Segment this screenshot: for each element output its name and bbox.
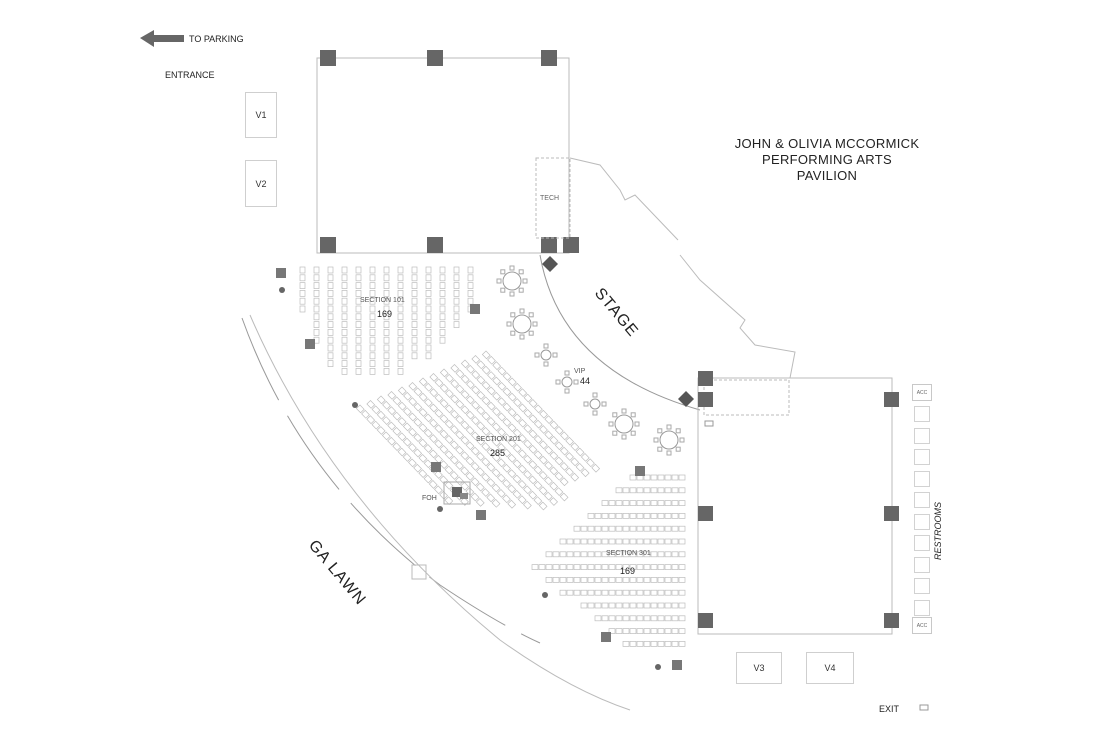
venue-title-line-2: PERFORMING ARTS — [762, 152, 892, 167]
tent-structure — [316, 57, 570, 254]
vendor-booth-v3[interactable]: V3 — [736, 652, 782, 684]
vendor-booth-v2[interactable]: V2 — [245, 160, 277, 207]
lawn-boundary-outer — [249, 314, 631, 711]
restroom-stall — [914, 599, 930, 616]
venue-title-line-3: PAVILION — [796, 168, 858, 183]
lawn-marker — [411, 564, 427, 580]
venue-title: JOHN & OLIVIA MCCORMICK PERFORMING ARTS … — [714, 136, 940, 184]
foh-booth — [443, 481, 471, 505]
tech-label: TECH — [540, 195, 560, 202]
wheelchair-icon — [276, 268, 682, 670]
marker-dots — [279, 287, 661, 670]
restroom-stall — [914, 406, 930, 422]
vip-label: VIP — [574, 368, 586, 375]
vendor-booth-v4[interactable]: V4 — [806, 652, 854, 684]
accessible-restroom-bottom[interactable]: ACC — [912, 617, 932, 634]
venue-title-line-1: JOHN & OLIVIA MCCORMICK — [734, 136, 920, 151]
restroom-stall — [914, 578, 930, 594]
vendor-booth-v1[interactable]: V1 — [245, 92, 277, 138]
restroom-stall — [914, 513, 930, 530]
restroom-stall — [914, 449, 930, 465]
restroom-stall — [914, 470, 930, 487]
restrooms-label: RESTROOMS — [933, 501, 943, 560]
restroom-stall — [914, 492, 930, 508]
lawn-boundary-inner — [241, 317, 541, 644]
arrow-left-icon — [140, 30, 184, 47]
stage-outline — [569, 157, 796, 379]
stage-marker-right — [678, 391, 694, 407]
restroom-stall — [914, 427, 930, 444]
entrance-label: ENTRANCE — [165, 70, 215, 80]
restroom-stall — [914, 556, 930, 573]
camera-icon — [704, 420, 929, 711]
vip-tables — [496, 265, 685, 456]
section-201-name[interactable]: SECTION 201 — [476, 436, 521, 443]
foh-label: FOH — [422, 495, 437, 502]
section-101-name[interactable]: SECTION 101 — [360, 297, 405, 304]
section-301-count: 169 — [620, 566, 636, 576]
stage-marker-left — [542, 256, 558, 272]
exit-label: EXIT — [879, 704, 900, 714]
stage-front-arc — [539, 254, 701, 411]
tent-posts — [320, 50, 579, 253]
restroom-stall — [914, 535, 930, 551]
section-301-seats — [531, 474, 686, 647]
tech-booth — [535, 157, 571, 239]
accessible-restroom-top[interactable]: ACC — [912, 384, 932, 401]
to-parking-label: TO PARKING — [189, 34, 244, 44]
section-201-count: 285 — [490, 448, 506, 458]
right-canopy-dashed — [703, 379, 790, 416]
right-canopy — [697, 377, 893, 635]
section-201-seats — [355, 350, 601, 511]
vip-count: 44 — [580, 376, 591, 386]
right-canopy-posts — [698, 371, 899, 628]
section-301-name[interactable]: SECTION 301 — [606, 550, 651, 557]
section-101-seats — [299, 266, 474, 375]
section-101-count: 169 — [377, 309, 393, 319]
